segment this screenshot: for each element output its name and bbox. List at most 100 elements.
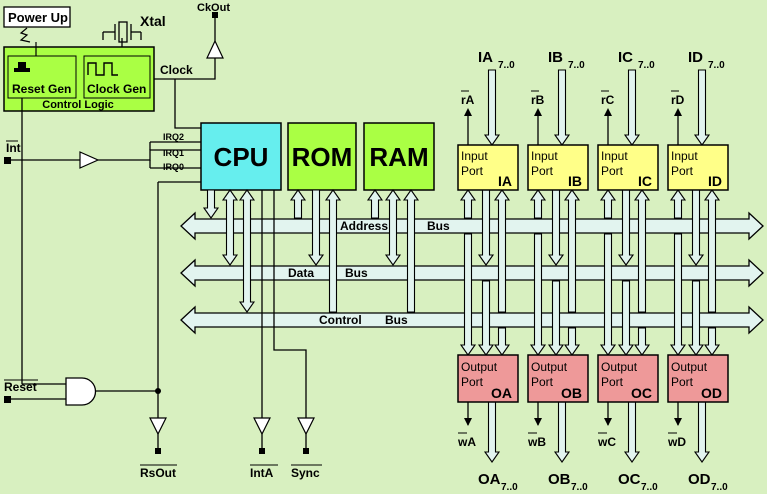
output-bus-label-oc: OC [618,471,641,488]
rsout-label: RsOut [140,466,176,480]
input-port-data-link-id [687,189,705,266]
cpu-block [200,122,282,191]
output-port-id-od: OD [701,385,722,401]
data-bus-label: Data [288,266,314,280]
ckout-pin [212,12,218,18]
cpu-control-link [238,189,256,313]
int-pin [4,157,11,164]
inta-label: IntA [250,466,274,480]
output-port-l2-oa: Port [461,375,484,389]
input-port-id-ib: IB [568,173,582,189]
irq-wire [98,149,201,161]
input-bus-arrow-ib [553,69,571,146]
ram-control-link [402,189,420,313]
input-port-ib [527,144,589,191]
output-bus-sub-oc: 7..0 [641,482,658,493]
input-port-l2-id: Port [671,164,694,178]
clock-to-cpu-wire [174,79,201,129]
input-port-id-ic: IC [638,173,652,189]
input-bus-sub-ib: 7..0 [568,60,585,71]
input-bus-sub-ia: 7..0 [498,60,515,71]
output-bus-arrow-oa [483,401,501,463]
input-port-control-link-ib [563,189,581,313]
output-port-control-link-ob [563,327,581,356]
power-up-arrow-icon [19,27,31,43]
input-port-data-link-ib [547,189,565,266]
power-up-box [3,6,71,28]
sync-pin [303,448,309,454]
output-bus-sub-od: 7..0 [711,482,728,493]
rom-control-link [324,189,342,313]
irq1-label: IRQ1 [163,148,184,158]
rom-label: ROM [292,142,353,172]
output-port-id-oc: OC [631,385,652,401]
ram-label: RAM [369,142,428,172]
address-bus [180,211,764,241]
reset-pin [4,396,11,403]
output-port-l2-od: Port [671,375,694,389]
and-gate [65,377,97,406]
output-bus-sub-oa: 7..0 [501,482,518,493]
output-bus-label-od: OD [688,471,711,488]
output-port-l1-od: Output [671,360,708,374]
address-bus-label: Address [340,219,388,233]
input-port-control-link-ia [493,189,511,313]
bus-connectors [202,69,721,463]
output-port-l2-ob: Port [531,375,554,389]
output-port-l1-oa: Output [461,360,498,374]
read-arrow-icon-ib [534,108,542,116]
input-port-l2-ic: Port [601,164,624,178]
output-port-data-link-ob [547,280,565,356]
input-bus-sub-id: 7..0 [708,60,725,71]
output-port-control-link-oc [633,327,651,356]
reset-gen-block [7,55,77,99]
irq2-label: IRQ2 [163,132,184,142]
input-port-address-link-ib [529,189,547,219]
output-bus-arrow-od [693,401,711,463]
output-port-id-oa: OA [491,385,512,401]
write-arrow-icon-oc [604,418,612,426]
read-label-id: rD [671,93,685,107]
output-port-control-link-oa [493,327,511,356]
input-bus-arrow-ia [483,69,501,146]
rom-data-link [307,189,325,266]
rsout-buffer [149,417,167,436]
write-arrow-icon-oa [464,418,472,426]
address-bus-suffix: Bus [427,219,450,233]
output-bus-arrow-oc [623,401,641,463]
input-port-address-link-ic [599,189,617,219]
control-bus-label: Control [319,313,362,327]
power-up-label: Power Up [8,10,68,25]
square-wave-icon [87,62,118,76]
read-label-ic: rC [601,93,615,107]
int-buffer [79,151,100,169]
input-bus-arrow-ic [623,69,641,146]
clock-out-wire [154,58,216,80]
input-port-l1-id: Input [671,149,698,163]
rom-block [287,122,357,191]
input-port-l1-ib: Input [531,149,558,163]
output-port-od [667,354,729,403]
cpu-data-link [221,189,239,266]
input-bus-label-ia: IA [478,49,493,66]
input-bus-arrow-id [693,69,711,146]
input-port-data-link-ia [477,189,495,266]
clock-label: Clock [160,63,193,77]
inta-buffer [253,417,271,436]
ckout-buffer [206,39,224,59]
sync-buffer [297,417,315,436]
cpu-address-link [202,189,220,219]
xtal-label: Xtal [140,13,166,29]
clock-gen-label: Clock Gen [87,82,146,96]
ram-address-link [366,189,384,219]
write-label-od: wD [667,435,686,449]
output-bus-arrow-ob [553,401,571,463]
sync-label: Sync [291,466,320,480]
input-port-address-link-id [669,189,687,219]
read-arrow-icon-ic [604,108,612,116]
ram-data-link [384,189,402,266]
output-port-data-link-od [687,280,705,356]
